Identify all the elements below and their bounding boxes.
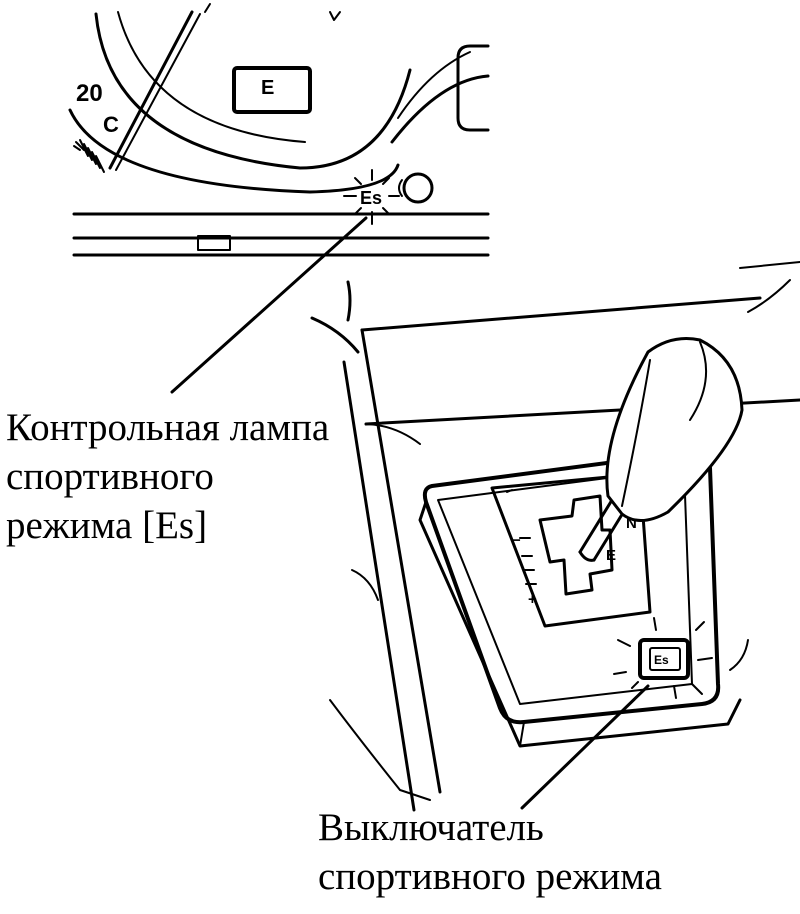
shift-gate-markings <box>506 489 537 585</box>
right-window <box>456 44 490 132</box>
leader-line-lamp <box>170 216 368 394</box>
lamp-callout-line1: Контрольная лампа <box>6 406 330 449</box>
lamp-socket-circle <box>402 172 434 204</box>
gate-label-n: N <box>626 515 637 532</box>
es-switch: Es <box>613 617 713 699</box>
gate-label-minus: − <box>512 532 521 549</box>
es-switch-button <box>649 647 681 671</box>
center-console: N E + − Es <box>310 261 800 812</box>
right-gauge-arc <box>390 74 490 144</box>
gauge-inner-arc <box>68 108 400 194</box>
switch-callout-line1: Выключатель <box>318 806 544 849</box>
instrument-cluster: 20 C E Es <box>68 3 490 257</box>
es-warning-lamp-text: Es <box>360 188 382 208</box>
gauge-scale-number: 20 <box>76 80 103 107</box>
switch-rays-icon <box>613 617 713 699</box>
es-switch-text: Es <box>654 653 669 667</box>
lamp-callout-line2: спортивного <box>6 455 214 498</box>
mode-indicator-box <box>232 66 312 114</box>
shift-lever-shaft <box>578 498 628 562</box>
lamp-callout: Контрольная лампа спортивного режима [Es… <box>6 403 329 550</box>
gauge-rim-arc <box>117 11 306 143</box>
gauge-marker-c: C <box>103 112 119 137</box>
lamp-callout-line3: режима [Es] <box>6 504 208 547</box>
gauge-outer-arc <box>94 12 412 170</box>
gauge-ticks <box>73 139 105 173</box>
shift-gate-window <box>490 472 652 628</box>
gauge-needle <box>108 10 194 170</box>
right-gauge-arc-inner <box>397 51 471 119</box>
es-switch-outer <box>638 638 690 680</box>
gate-label-e: E <box>606 547 616 564</box>
switch-callout: Выключатель спортивного режима <box>318 803 662 901</box>
mode-indicator-letter: E <box>261 77 274 99</box>
gate-label-plus: + <box>528 591 537 608</box>
leader-line-switch <box>520 684 650 810</box>
es-warning-lamp: Es <box>343 169 434 225</box>
switch-callout-line2: спортивного режима <box>318 855 662 898</box>
shift-gate-slot <box>538 494 614 596</box>
shift-knob <box>605 337 744 522</box>
gauge-needle-edge <box>115 13 201 171</box>
